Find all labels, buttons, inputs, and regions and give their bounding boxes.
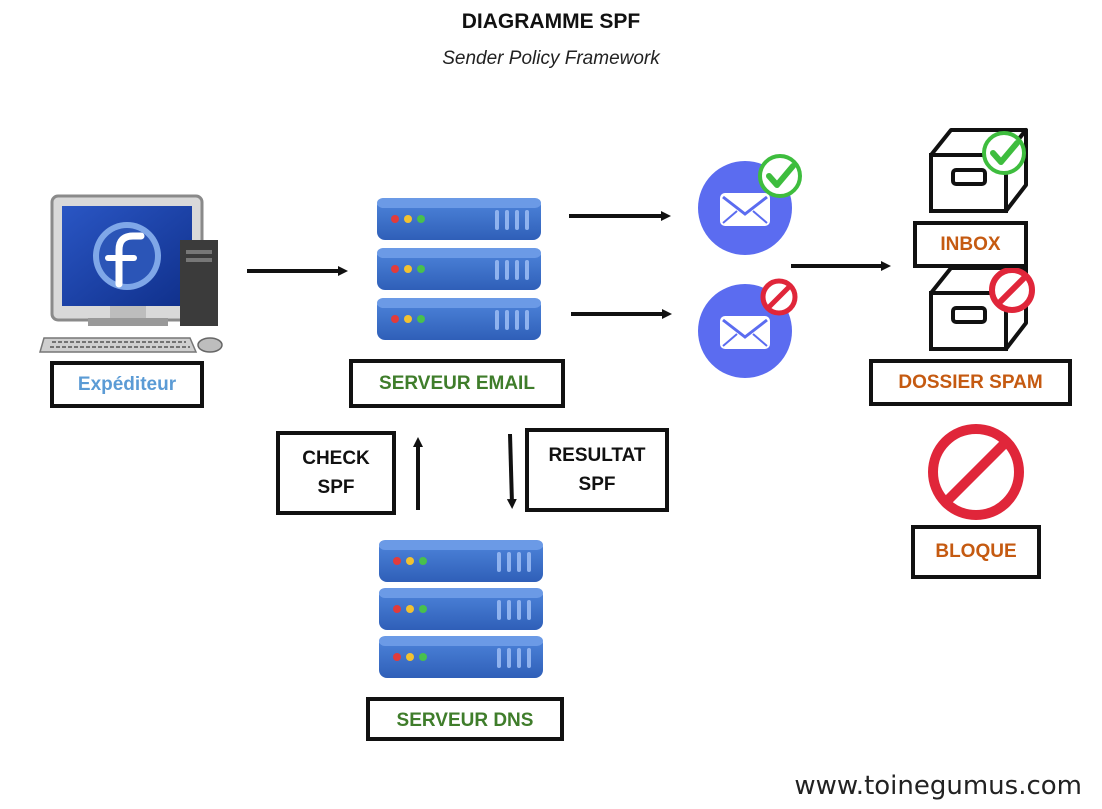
- computer-icon: [39, 194, 223, 353]
- sender-label: Expéditeur: [50, 361, 204, 408]
- email-server-icon: [377, 198, 541, 340]
- spam-folder-label: DOSSIER SPAM: [869, 359, 1072, 406]
- blocked-sign-icon: [928, 424, 1024, 520]
- result-spf-line2: SPF: [578, 474, 616, 495]
- diagram-title: DIAGRAMME SPF: [461, 10, 641, 33]
- dns-server-icon: [379, 540, 543, 678]
- arrow-result-spf-down: [506, 433, 517, 509]
- email-server-label: SERVEUR EMAIL: [349, 359, 565, 408]
- check-spf-line1: CHECK: [302, 447, 370, 469]
- blocked-label: BLOQUE: [911, 525, 1041, 579]
- result-spf-line1: RESULTAT: [548, 444, 646, 466]
- inbox-label: INBOX: [913, 221, 1028, 268]
- check-icon: [984, 133, 1024, 173]
- check-spf-line2: SPF: [317, 477, 355, 498]
- website-url: www.toinegumus.com: [794, 771, 1082, 801]
- prohibited-icon: [989, 267, 1035, 313]
- prohibited-icon: [763, 281, 795, 313]
- check-icon: [760, 156, 800, 196]
- result-spf-box: RESULTAT SPF: [525, 428, 669, 512]
- fedora-logo-icon: [93, 222, 161, 290]
- dns-server-label: SERVEUR DNS: [366, 697, 564, 741]
- check-spf-box: CHECK SPF: [276, 431, 396, 515]
- diagram-subtitle: Sender Policy Framework: [442, 48, 660, 69]
